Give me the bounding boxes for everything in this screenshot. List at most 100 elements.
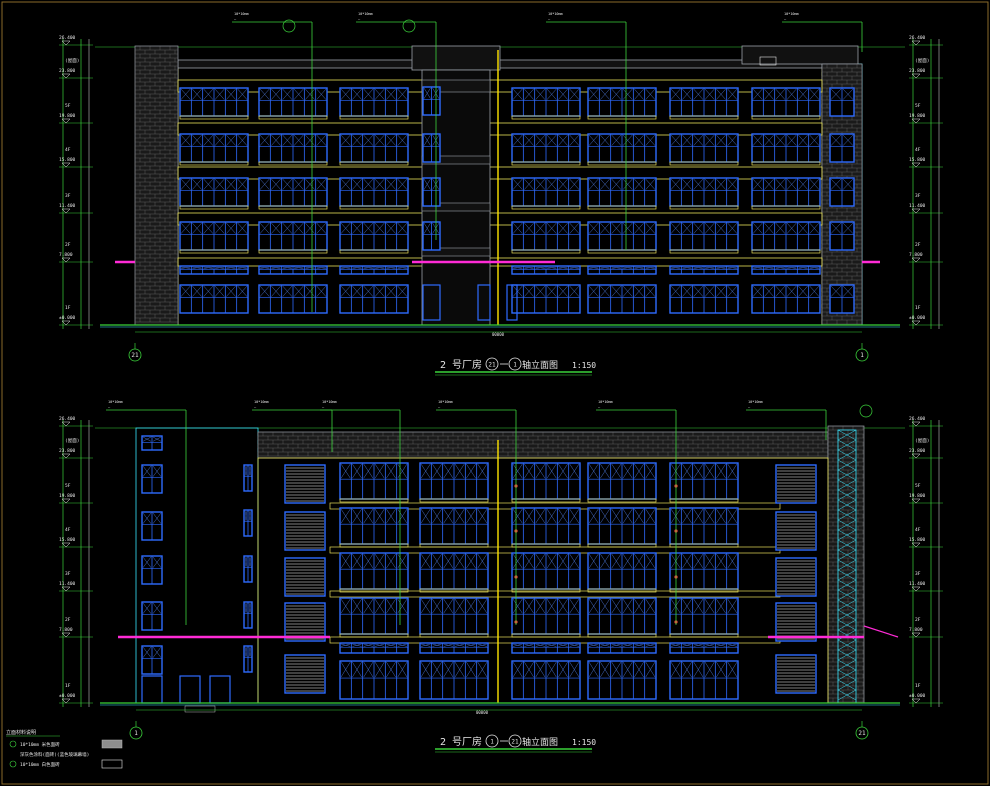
window-glass [386,643,396,647]
window-glass [397,88,408,100]
window-sill [179,249,249,254]
window-glass [477,598,488,614]
window [339,265,409,275]
window-glass [682,134,692,146]
window-glass [546,285,557,297]
window-glass [634,508,644,524]
level-floor-label: 4F [915,527,921,533]
lattice [837,619,857,631]
window-glass [192,88,202,100]
window [511,284,581,314]
lattice [837,559,857,571]
window-glass [420,508,431,524]
axis-bubble: 21 [128,343,142,362]
window-glass [192,285,202,297]
level-marker-icon [61,257,71,263]
window [422,221,441,251]
window-glass [693,285,704,297]
window-glass [727,266,738,269]
window-glass [244,602,248,613]
window [419,660,489,700]
dimension-text: 00000 [476,710,489,715]
window-glass [775,178,786,190]
window-glass [352,134,362,146]
window-glass [535,661,546,678]
window-glass [226,134,236,146]
window [829,221,855,251]
level-marker-icon [61,498,71,504]
window-glass [727,222,738,234]
window-glass [374,134,385,146]
window-glass [645,598,656,614]
lattice [837,639,857,651]
window-glass [293,134,304,146]
window-glass [670,661,681,678]
level-value: 7.800 [59,627,73,633]
window-glass [670,266,681,269]
window [179,177,249,207]
window-glass [830,285,842,297]
window-glass [374,643,385,647]
window [587,221,657,251]
window-glass [226,178,236,190]
window-glass [764,134,774,146]
machine-room [741,45,859,65]
window-glass [363,508,374,524]
window-glass [477,463,488,479]
window-glass [363,463,374,479]
window-glass [352,463,362,479]
window-glass [259,134,270,146]
axis-end-bubble [508,734,522,748]
window-glass [512,266,523,269]
window-glass [634,134,644,146]
window-glass [645,463,656,479]
window [751,221,821,251]
window-glass [152,556,162,568]
level-value: 19.800 [909,493,926,499]
window-glass [466,598,476,614]
window-sill [751,161,821,166]
window-glass [727,178,738,190]
louver-door [775,602,817,642]
window-sill [419,498,489,503]
window-glass [600,553,610,569]
level-floor-label: 3F [65,571,71,577]
window [179,284,249,314]
window [587,642,657,654]
window-glass [237,178,248,190]
window-glass [524,285,534,297]
level-floor-label: 2F [915,617,921,623]
scale-label: 1:150 [572,738,596,747]
window-glass [588,661,599,678]
window-glass [693,134,704,146]
window-glass [397,134,408,146]
lattice [837,459,857,471]
level-marker-icon [911,698,921,704]
window-sill [511,498,581,503]
level-marker-icon [911,498,921,504]
window [587,177,657,207]
window-sill [339,588,409,593]
axis-end-bubble [508,357,522,371]
window [141,601,163,631]
level-value: 11.400 [909,203,926,209]
window-glass [775,285,786,297]
window-glass [558,598,568,614]
window [141,435,163,451]
window-glass [397,661,408,678]
window-glass [535,266,546,269]
window-glass [248,465,252,476]
window-glass [764,88,774,100]
window-glass [397,598,408,614]
window-sill [419,543,489,548]
window-glass [611,463,622,479]
window-glass [282,88,293,100]
window [419,462,489,500]
window-glass [670,88,681,100]
window-glass [512,598,523,614]
callout-text: — [598,405,601,409]
axis-end-label: 1 [513,362,517,369]
window-sill [339,633,409,638]
window [751,87,821,117]
